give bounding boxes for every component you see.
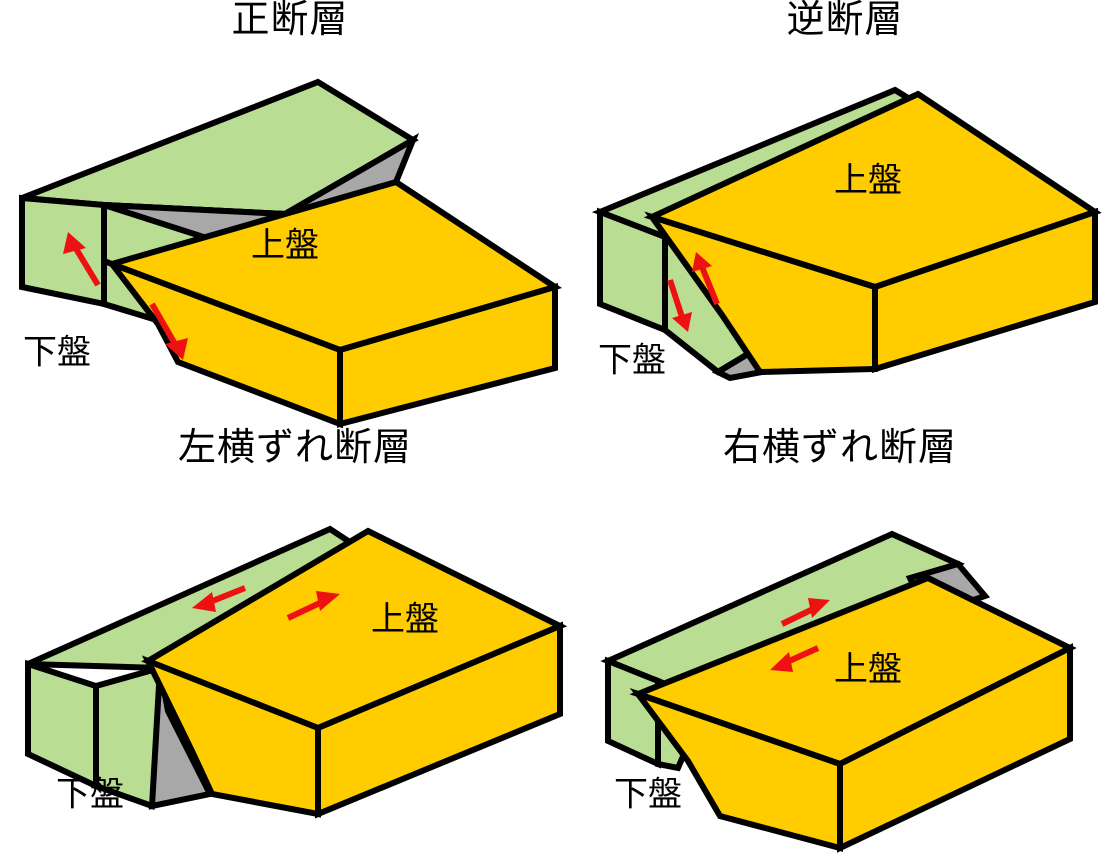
panel-right-lateral-fault-title: 右横ずれ断層 [722,425,957,469]
footwall-front-face [19,194,107,308]
footwall-label: 下盤 [23,333,91,373]
hangingwall-front-face [629,687,843,852]
hangingwall-label: 上盤 [251,226,319,266]
panel-left-lateral-fault-title: 左横ずれ断層 [177,425,412,469]
panel-reverse-fault-figure: 上盤 下盤 [570,72,1120,432]
hangingwall-label: 上盤 [371,600,439,640]
hangingwall-front-face [141,655,321,818]
footwall-up-arrow [63,232,101,287]
hangingwall-label: 上盤 [834,650,902,690]
hangingwall-down-arrow [149,302,188,360]
panel-normal-fault-figure: 上盤 下盤 [0,72,580,432]
footwall-down-arrow [667,279,692,332]
footwall-front-face [25,659,99,791]
hangingwall-right-arrow [286,591,340,621]
footwall-label: 下盤 [598,341,666,381]
hangingwall-left-arrow [770,645,820,672]
footwall-label: 下盤 [56,775,124,815]
footwall-right-arrow [780,598,830,627]
panel-right-lateral-fault-figure: 上盤 下盤 [560,496,1120,866]
hangingwall-front-face [644,211,878,376]
panel-right-lateral-fault: 右横ずれ断層 [560,425,1120,858]
panel-left-lateral-fault: 左横ずれ断層 [0,425,590,858]
hangingwall-up-arrow [692,252,720,306]
footwall-label: 下盤 [614,775,682,815]
panel-normal-fault: 正断層 [0,0,580,430]
panel-left-lateral-fault-figure: 上盤 下盤 [0,496,590,866]
hangingwall-label: 上盤 [834,161,902,201]
footwall-left-arrow [192,585,247,612]
panel-reverse-fault-title: 逆断層 [786,0,904,41]
panel-normal-fault-title: 正断層 [231,0,349,41]
panel-reverse-fault: 逆断層 [570,0,1120,430]
hangingwall-front-face [103,257,343,429]
